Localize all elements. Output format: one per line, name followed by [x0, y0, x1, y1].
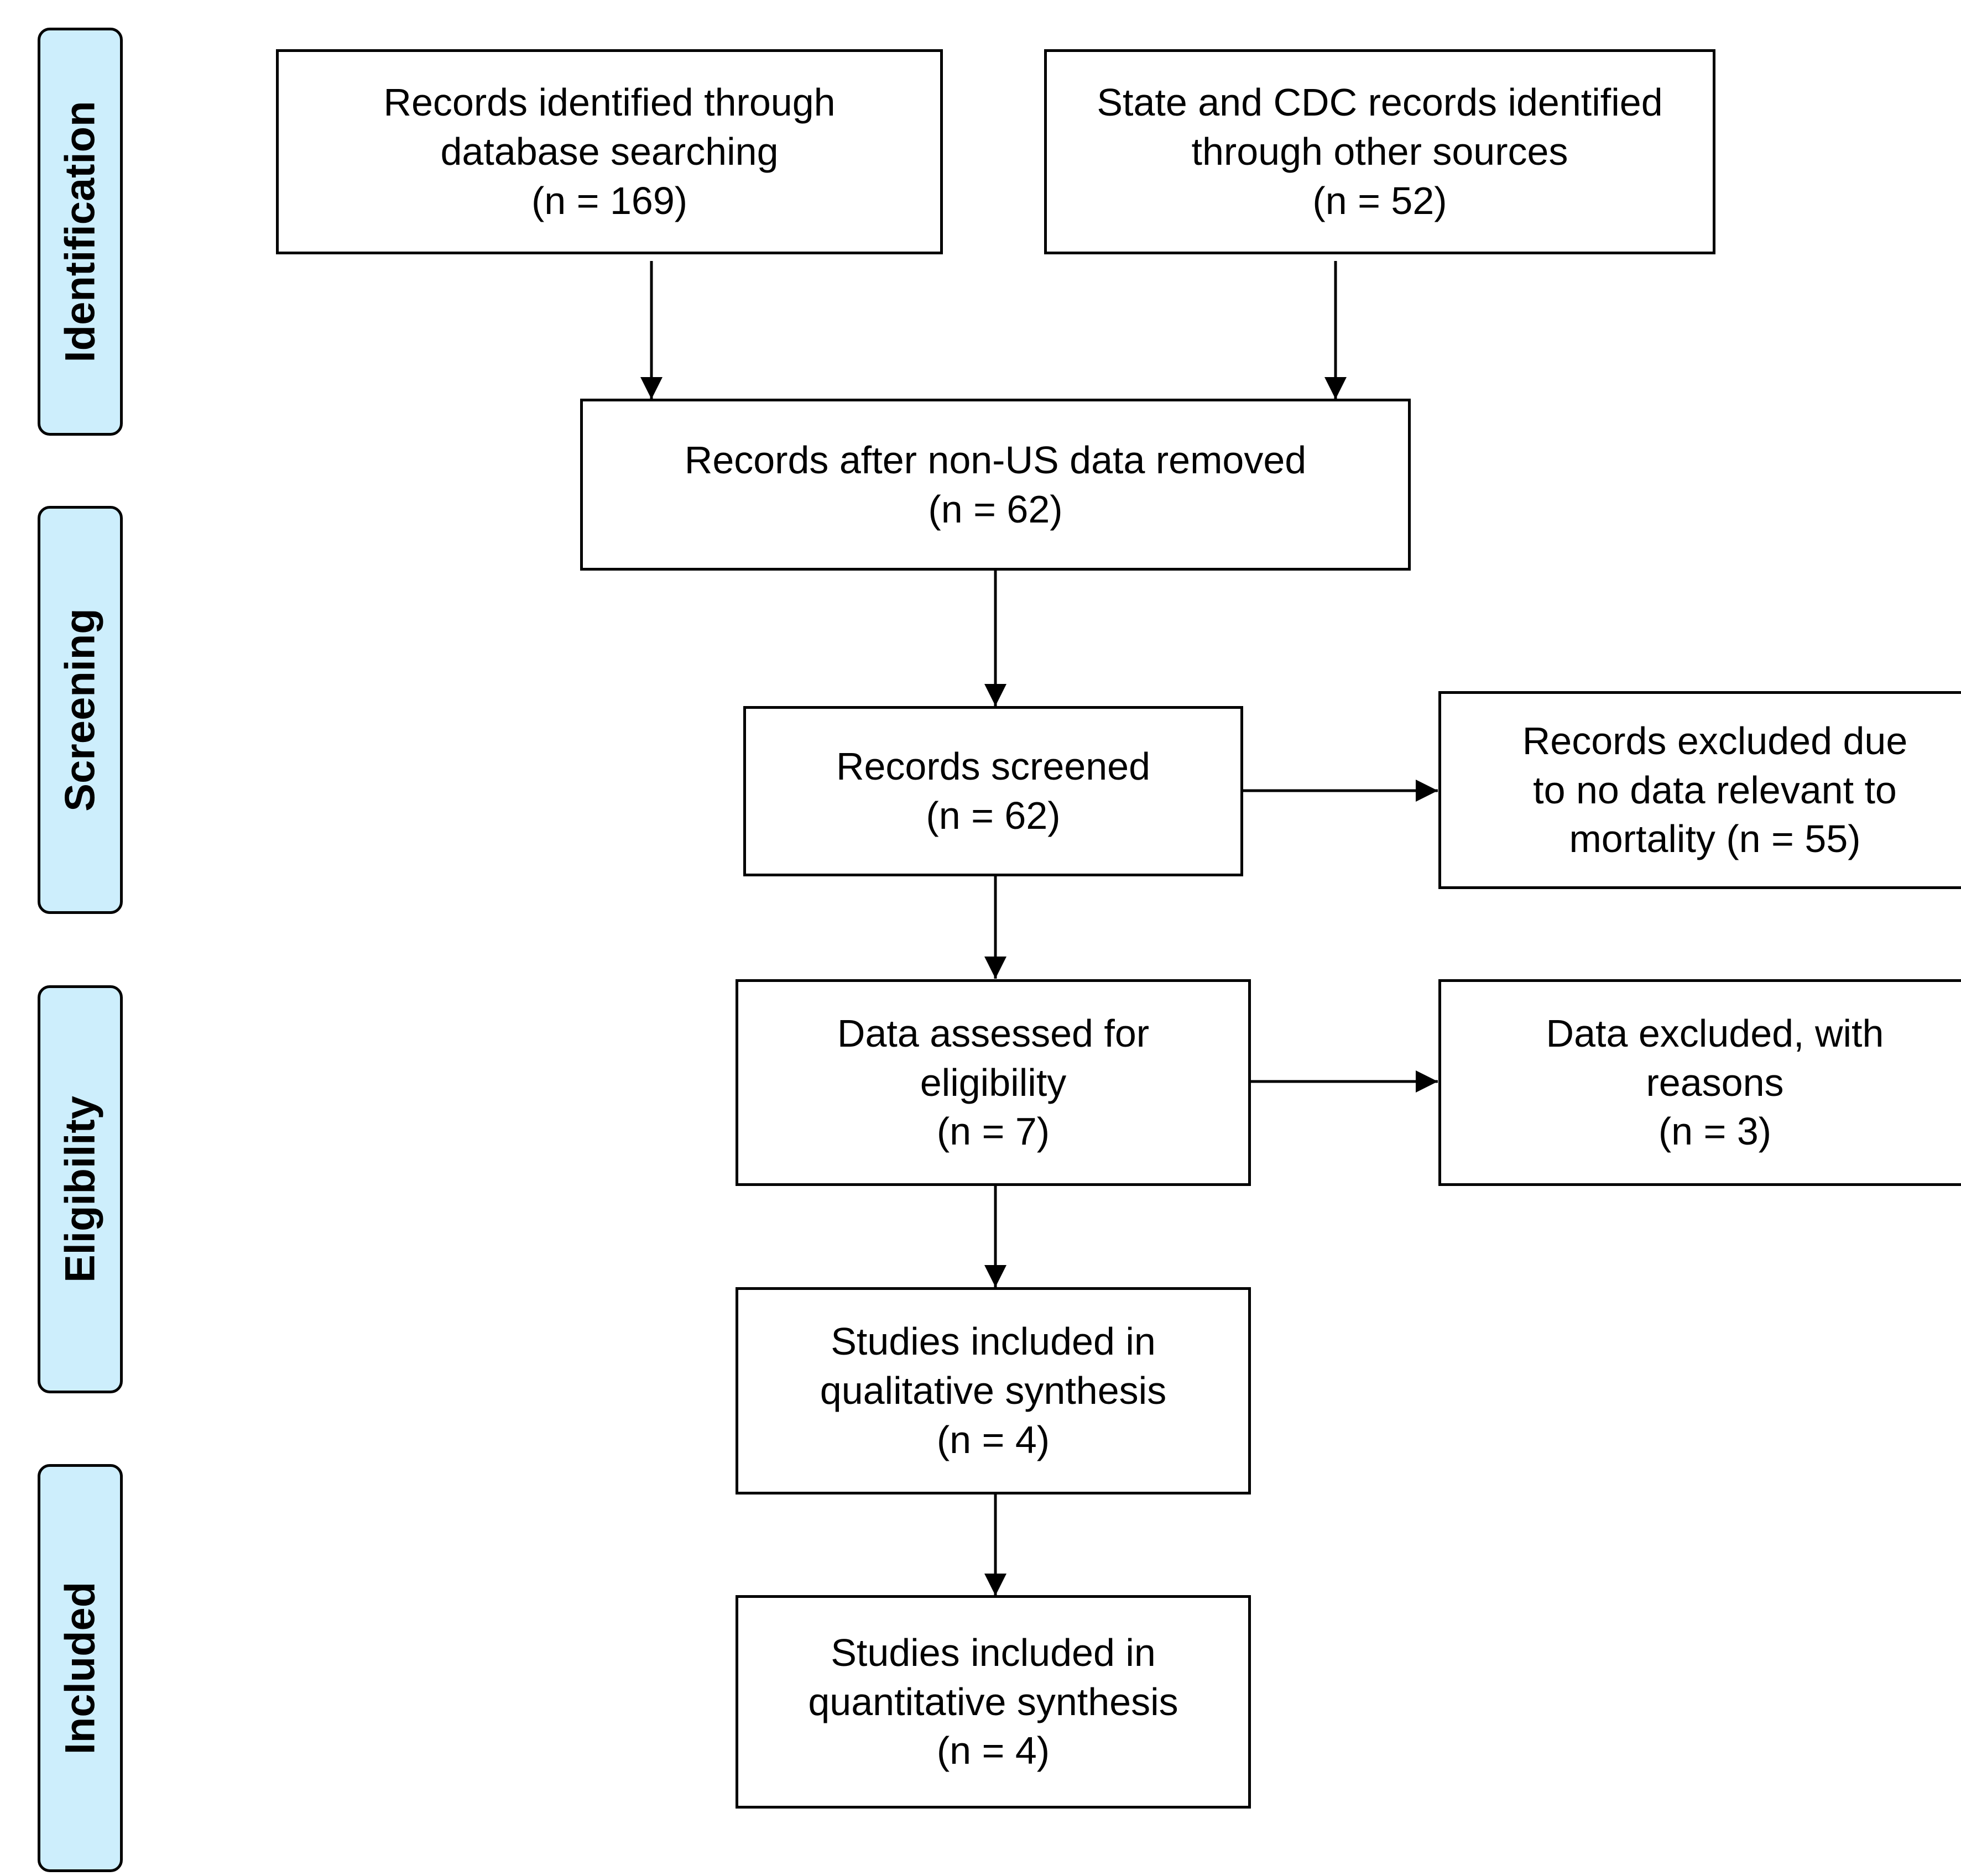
box-qualitative-synthesis: Studies included in qualitative synthesi…	[736, 1287, 1251, 1494]
box-line: qualitative synthesis	[820, 1369, 1167, 1413]
box-line: (n = 62)	[926, 794, 1061, 837]
box-line: Records after non-US data removed	[684, 438, 1307, 482]
box-line: eligibility	[920, 1060, 1067, 1104]
box-database-records: Records identified through database sear…	[276, 49, 943, 254]
stage-tab-included: Included	[38, 1464, 123, 1872]
stage-label-eligibility: Eligibility	[56, 1096, 104, 1283]
box-line: Data assessed for	[837, 1011, 1150, 1055]
box-eligibility-assessed: Data assessed for eligibility (n = 7)	[736, 979, 1251, 1186]
box-line: Records excluded due	[1522, 719, 1908, 762]
stage-label-screening: Screening	[56, 608, 104, 812]
box-line: Data excluded, with	[1546, 1011, 1884, 1055]
box-line: reasons	[1646, 1060, 1784, 1104]
box-line: (n = 4)	[936, 1418, 1050, 1461]
box-line: Records identified through	[383, 81, 836, 124]
stage-tab-screening: Screening	[38, 506, 123, 914]
stage-tab-identification: Identification	[38, 28, 123, 436]
box-line: (n = 169)	[531, 179, 688, 222]
box-line: database searching	[440, 130, 779, 174]
stage-label-included: Included	[56, 1581, 104, 1755]
box-line: Records screened	[836, 745, 1151, 788]
box-line: State and CDC records identified	[1097, 81, 1663, 124]
box-line: through other sources	[1191, 130, 1568, 174]
box-line: Studies included in	[831, 1631, 1156, 1674]
box-line: (n = 3)	[1658, 1110, 1772, 1153]
box-line: mortality (n = 55)	[1569, 817, 1861, 861]
box-line: (n = 4)	[936, 1729, 1050, 1773]
box-records-screened: Records screened (n = 62)	[743, 706, 1243, 876]
box-line: (n = 62)	[928, 487, 1063, 531]
box-quantitative-synthesis: Studies included in quantitative synthes…	[736, 1595, 1251, 1809]
box-line: (n = 52)	[1312, 179, 1447, 222]
box-eligibility-excluded: Data excluded, with reasons (n = 3)	[1438, 979, 1961, 1186]
box-screen-excluded: Records excluded due to no data relevant…	[1438, 691, 1961, 889]
box-line: to no data relevant to	[1533, 768, 1897, 812]
stage-tab-eligibility: Eligibility	[38, 985, 123, 1393]
stage-label-identification: Identification	[56, 101, 104, 363]
box-line: (n = 7)	[936, 1110, 1050, 1153]
box-line: quantitative synthesis	[808, 1680, 1178, 1723]
box-other-sources: State and CDC records identified through…	[1044, 49, 1715, 254]
box-non-us-removed: Records after non-US data removed (n = 6…	[580, 399, 1411, 571]
box-line: Studies included in	[831, 1320, 1156, 1363]
